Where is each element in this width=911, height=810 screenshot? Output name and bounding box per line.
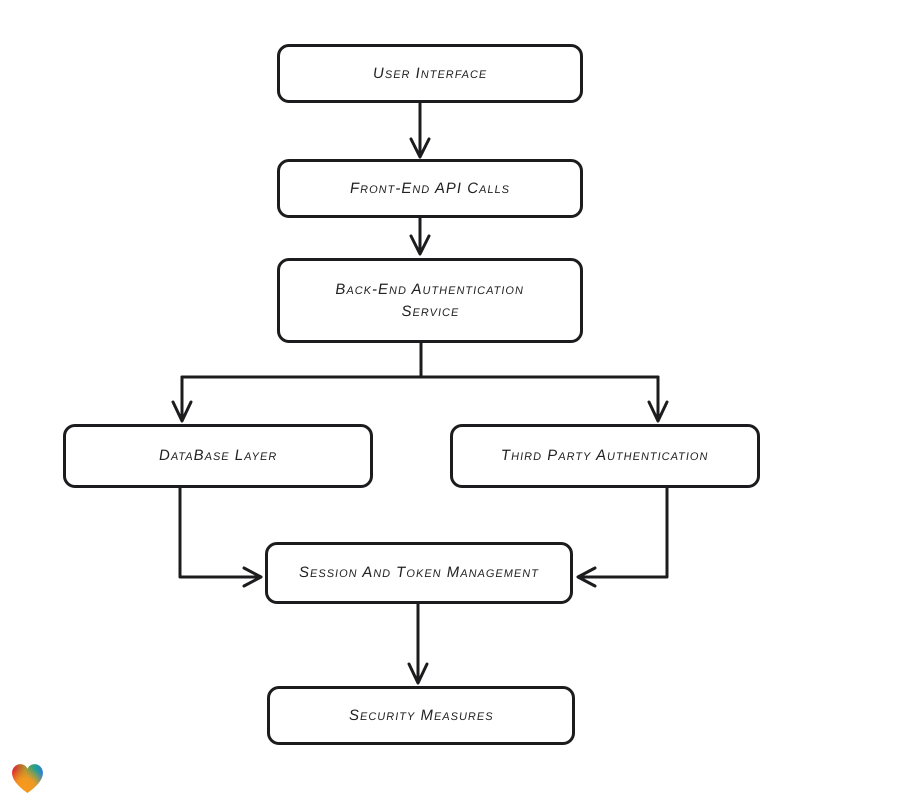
edge-database-to-session [178, 486, 260, 579]
node-session-and-token-management: Session And Token Management [265, 542, 573, 604]
node-security-measures: Security Measures [267, 686, 575, 745]
node-front-end-api-calls: Front-End API Calls [277, 159, 583, 218]
node-label: Front-End API Calls [349, 179, 511, 197]
arrowhead-down-2 [409, 234, 431, 256]
edge-back-end-branch [180, 341, 660, 379]
node-user-interface: User Interface [277, 44, 583, 103]
node-label: Back-End Authentication Service [335, 280, 525, 320]
arrowhead-left-1 [576, 566, 597, 588]
arrowhead-down-4 [647, 400, 669, 423]
arrowhead-down-5 [407, 662, 429, 685]
node-back-end-authentication-service: Back-End Authentication Service [277, 258, 583, 343]
edge-third-party-to-session [579, 486, 669, 579]
node-label: User Interface [372, 64, 488, 82]
node-label: DataBase Layer [158, 447, 278, 465]
node-label: Session And Token Management [298, 564, 540, 582]
arrowhead-down-3 [171, 400, 193, 423]
arrowhead-down-1 [409, 137, 431, 159]
gradient-heart-logo-icon [12, 764, 43, 793]
node-label: Third Party Authentication [500, 447, 709, 465]
node-third-party-authentication: Third Party Authentication [450, 424, 760, 488]
node-label: Security Measures [348, 706, 494, 724]
arrowhead-right-1 [242, 566, 263, 588]
node-database-layer: DataBase Layer [63, 424, 373, 488]
